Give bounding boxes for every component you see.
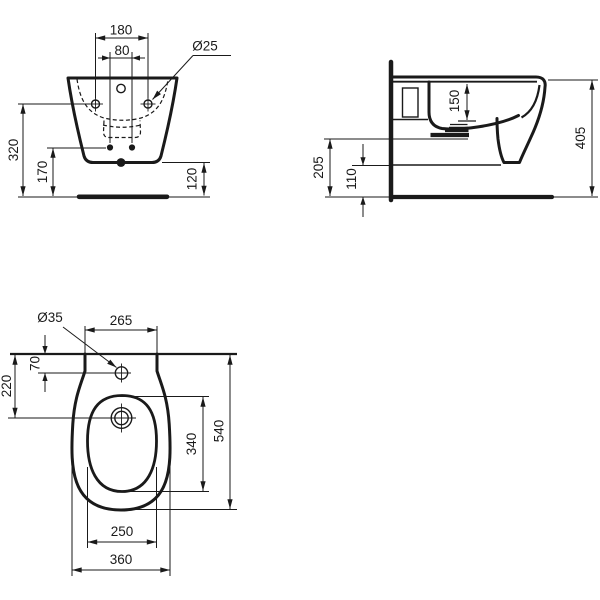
dim-label-side-110: 110 (344, 168, 359, 190)
side-basin-section (391, 80, 541, 166)
side-view: 150 405 205 110 (311, 59, 598, 217)
front-bidet-outline (66, 76, 179, 164)
front-mounting-hole-right (140, 96, 156, 112)
dim-label-plan-dia35: Ø35 (37, 310, 63, 325)
plan-extension-lines (8, 326, 237, 576)
dim-label-plan-540: 540 (212, 420, 227, 443)
dim-label-front-dia25: Ø25 (192, 39, 218, 54)
side-bidet-outline (390, 75, 547, 164)
front-tap-hole (116, 83, 126, 94)
dim-label-side-405: 405 (573, 127, 588, 150)
front-drain-point (116, 158, 126, 167)
dim-label-front-170: 170 (35, 161, 50, 184)
dim-label-front-80: 80 (114, 43, 129, 58)
front-fixing-point-left (106, 144, 114, 151)
plan-view: 265 Ø35 70 220 540 340 250 360 (0, 310, 237, 576)
dim-label-front-320: 320 (6, 139, 21, 162)
side-overflow-box (401, 87, 419, 118)
dim-label-plan-220: 220 (0, 375, 14, 398)
plan-tap-hole (112, 363, 131, 383)
front-hidden-basin-lines (76, 78, 169, 139)
front-dimensions: 180 80 Ø25 320 170 120 (6, 23, 231, 197)
dim-label-side-205: 205 (311, 156, 326, 179)
dim-label-plan-250: 250 (111, 524, 134, 539)
plan-basin-rim (86, 394, 158, 493)
dim-label-plan-360: 360 (110, 552, 133, 567)
front-mounting-hole-left (88, 96, 103, 112)
front-extension-lines (18, 33, 210, 163)
side-dimensions: 150 405 205 110 (311, 79, 595, 217)
plan-drain-hole (107, 403, 136, 433)
dim-label-front-180: 180 (110, 23, 133, 38)
plan-dimensions: 265 Ø35 70 220 540 340 250 360 (0, 310, 233, 573)
front-fixing-point-right (128, 144, 136, 151)
dim-label-plan-265: 265 (110, 313, 133, 328)
dim-label-front-120: 120 (185, 168, 200, 191)
dim-label-plan-70: 70 (28, 356, 43, 371)
dim-label-side-150: 150 (447, 90, 462, 113)
dim-label-plan-340: 340 (184, 433, 199, 456)
front-view: 180 80 Ø25 320 170 120 (6, 23, 231, 200)
